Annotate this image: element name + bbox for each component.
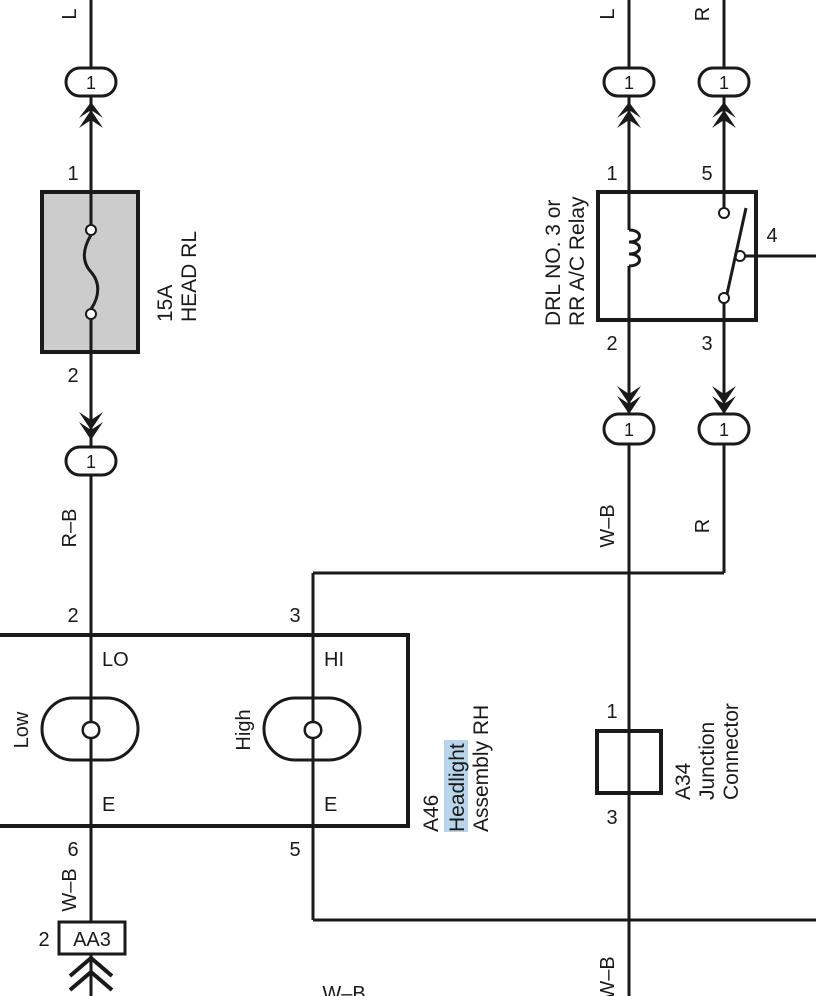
headlight-name: Headlight — [446, 743, 469, 832]
headlight-code: A46 — [420, 795, 443, 832]
wire-color-bottom-right: W–B — [597, 956, 619, 996]
arrow-down-fuse — [79, 412, 103, 430]
headlight-pin-5: 5 — [289, 839, 300, 861]
wire-color-top-right: R — [692, 7, 714, 21]
wire-color-relay-out-right: R — [692, 519, 714, 533]
high-beam-bulb-icon — [262, 573, 362, 920]
connector-mark-4: 1 — [697, 66, 751, 98]
wire-color-top-left: L — [59, 8, 81, 19]
relay-pin-1: 1 — [606, 163, 617, 185]
relay-pin-4: 4 — [766, 225, 777, 247]
fuse-name: HEAD RL — [178, 231, 201, 322]
connector-mark-3: 1 — [602, 66, 656, 98]
connector-mark-6: 1 — [697, 412, 751, 446]
connector-mark-2: 1 — [64, 445, 118, 477]
wire-color-top-mid: L — [597, 8, 619, 19]
fuse-rating: 15A — [154, 285, 177, 322]
junction-name-1: Junction — [696, 722, 719, 800]
ground-connector-pin: 2 — [38, 929, 49, 951]
svg-text:1: 1 — [719, 420, 729, 440]
wire-color-relay-out-left: W–B — [597, 504, 619, 547]
relay-pin-3: 3 — [701, 333, 712, 355]
headlight-pin-3: 3 — [289, 605, 300, 627]
headlight-pin-6: 6 — [67, 839, 78, 861]
relay-name-1: DRL NO. 3 or — [542, 200, 565, 326]
relay-switch-icon — [718, 192, 816, 320]
wire-color-fuse-out: R–B — [59, 509, 81, 548]
hi-label: HI — [324, 649, 344, 671]
high-label: High — [233, 709, 255, 750]
svg-text:1: 1 — [86, 452, 96, 472]
svg-text:AA3: AA3 — [73, 929, 111, 951]
junction-name-2: Connector — [720, 703, 743, 800]
junction-code: A34 — [672, 762, 695, 800]
junction-pin-bottom: 3 — [606, 807, 617, 829]
lo-label: LO — [102, 649, 129, 671]
fuse-pin-top: 1 — [67, 163, 78, 185]
headlight-pin-2: 2 — [67, 605, 78, 627]
fuse-head-rl — [40, 190, 140, 354]
relay-pin-2: 2 — [606, 333, 617, 355]
headlight-name-2: Assembly RH — [470, 705, 493, 832]
headlight-assembly-box — [0, 633, 410, 828]
svg-text:1: 1 — [86, 73, 96, 93]
headlight-highlight — [444, 740, 468, 832]
junction-pin-top: 1 — [606, 701, 617, 723]
ground-connector-aa3: AA3 — [57, 920, 127, 956]
svg-text:1: 1 — [624, 420, 634, 440]
e-label-left: E — [102, 794, 115, 816]
relay-box — [596, 190, 758, 322]
e-label-right: E — [324, 794, 337, 816]
svg-text:1: 1 — [624, 73, 634, 93]
low-beam-bulb-icon — [40, 635, 140, 826]
connector-mark-1: 1 — [64, 66, 118, 98]
relay-name-2: RR A/C Relay — [566, 196, 589, 326]
relay-pin-5: 5 — [701, 163, 712, 185]
connector-mark-5: 1 — [602, 412, 656, 446]
low-label: Low — [11, 711, 33, 748]
relay-coil-icon — [627, 192, 641, 320]
wire-color-bottom-mid: W–B — [322, 983, 365, 996]
fuse-pin-bottom: 2 — [67, 365, 78, 387]
wire-color-ground: W–B — [59, 868, 81, 911]
arrow-down-5 — [617, 386, 641, 404]
arrow-down-6 — [712, 386, 736, 404]
ground-chevron-icon — [68, 955, 114, 992]
svg-text:1: 1 — [719, 73, 729, 93]
